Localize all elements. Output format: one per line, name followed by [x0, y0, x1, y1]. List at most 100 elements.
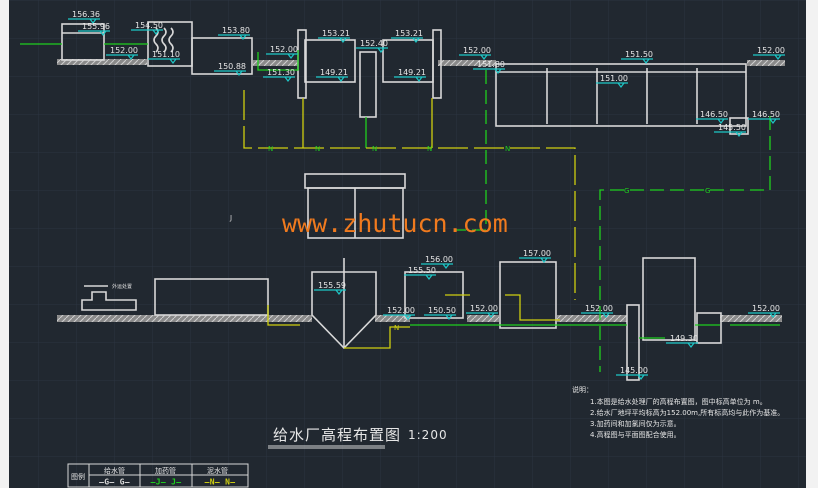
elevation-marker: 153.21: [391, 29, 423, 43]
elevation-triangle-icon: [263, 76, 295, 82]
thickener: [311, 271, 377, 350]
elevation-triangle-icon: [356, 47, 388, 53]
elevation-triangle-icon: [214, 70, 246, 76]
elevation-value: 149.30: [670, 334, 698, 343]
elevation-triangle-icon: [148, 58, 180, 64]
svg-text:3.加药间和加氯间仅为示意。: 3.加药间和加氯间仅为示意。: [590, 419, 681, 428]
svg-text:N: N: [315, 145, 320, 153]
elevation-marker: 153.21: [318, 29, 350, 43]
drawing-title: 给水厂高程布置图: [273, 426, 401, 444]
sludge-pipes: [243, 90, 576, 349]
elevation-value: 146.50: [752, 110, 780, 119]
pipe-marks: N N N N N G G N J: [229, 145, 710, 332]
legend-dosing-sample: —J— J—: [151, 478, 182, 487]
elevation-value: 155.59: [318, 281, 346, 290]
elevation-triangle-icon: [391, 37, 423, 43]
elevation-triangle-icon: [714, 131, 746, 137]
elevation-triangle-icon: [394, 76, 426, 82]
elevation-value: 146.50: [700, 110, 728, 119]
elevation-marker: 156.36: [68, 10, 100, 24]
elevation-marker: 155.50: [404, 266, 436, 280]
legend: 图例 给水管 加药管 泥水管 —G— G— —J— J— —N— N—: [67, 463, 249, 488]
elevation-triangle-icon: [218, 34, 250, 40]
elevation-triangle-icon: [616, 374, 648, 380]
elevation-value: 153.80: [222, 26, 250, 35]
svg-text:J: J: [229, 214, 232, 222]
elevation-marker: 151.80: [473, 60, 505, 74]
sludge-dewatering-room: [154, 278, 269, 316]
elevation-triangle-icon: [519, 257, 551, 263]
elevation-marker: 154.50: [131, 21, 163, 35]
clear-water-tank: [495, 63, 747, 127]
top-structures: [61, 21, 749, 135]
elevation-marker: 155.59: [314, 281, 346, 295]
elevation-value: 153.21: [395, 29, 423, 38]
elevation-triangle-icon: [753, 54, 785, 60]
elevation-triangle-icon: [421, 263, 453, 269]
legend-water-pipe: 给水管: [104, 466, 125, 475]
elevation-triangle-icon: [581, 312, 613, 318]
elevation-value: 150.88: [218, 62, 246, 71]
water-pipes: [20, 43, 780, 372]
elevation-value: 153.21: [322, 29, 350, 38]
elevation-triangle-icon: [621, 58, 653, 64]
elevation-marker: 152.00: [466, 304, 498, 318]
svg-text:说明：: 说明：: [572, 385, 593, 394]
svg-text:N: N: [268, 145, 273, 153]
bottom-structures: [81, 257, 722, 381]
legend-sludge-sample: —N— N—: [205, 478, 236, 487]
elevation-marker: 151.50: [621, 50, 653, 64]
elevation-marker: 150.88: [214, 62, 246, 76]
elevation-marker: 152.40: [356, 39, 388, 53]
elevation-triangle-icon: [473, 68, 505, 74]
elevation-marker: 149.21: [316, 68, 348, 82]
drawing-scale: 1:200: [408, 428, 448, 442]
elevation-triangle-icon: [459, 54, 491, 60]
elevation-triangle-icon: [106, 54, 138, 60]
watermark: www.zhutucn.com: [282, 209, 508, 238]
elevation-marker: 156.00: [421, 255, 453, 269]
svg-text:N: N: [372, 145, 377, 153]
elevation-triangle-icon: [383, 314, 415, 320]
elevation-value: 152.00: [585, 304, 613, 313]
sludge-disposal-label: 外运处置: [112, 283, 132, 290]
elevation-marker: 152.00: [106, 46, 138, 60]
elevation-triangle-icon: [404, 274, 436, 280]
elevation-triangle-icon: [424, 314, 456, 320]
elevation-value: 149.21: [398, 68, 426, 77]
legend-water-sample: —G— G—: [99, 478, 130, 487]
elevation-triangle-icon: [266, 53, 298, 59]
elevation-value: 151.50: [625, 50, 653, 59]
elevation-triangle-icon: [131, 29, 163, 35]
elevation-marker: 145.00: [616, 366, 648, 380]
elevation-triangle-icon: [316, 76, 348, 82]
elevation-marker: 157.00: [519, 249, 551, 263]
elevation-marker: 152.00: [383, 306, 415, 320]
elevation-triangle-icon: [696, 118, 728, 124]
elevation-value: 150.50: [428, 306, 456, 315]
elevation-triangle-icon: [318, 37, 350, 43]
svg-text:N: N: [505, 145, 510, 153]
elevation-value: 155.50: [408, 266, 436, 275]
elevation-value: 145.00: [620, 366, 648, 375]
legend-dosing-pipe: 加药管: [155, 466, 176, 475]
elevation-marker: 153.80: [218, 26, 250, 40]
elevation-marker: 152.00: [748, 304, 780, 318]
elevation-value: 155.96: [82, 22, 110, 31]
elevation-value: 151.80: [477, 60, 505, 69]
pump-house: [642, 257, 696, 341]
legend-sludge-pipe: 泥水管: [207, 466, 228, 475]
legend-label: 图例: [71, 472, 85, 481]
elevation-marker: 151.10: [148, 50, 180, 64]
elevation-value: 152.00: [470, 304, 498, 313]
elevation-triangle-icon: [748, 118, 780, 124]
elevation-marker: 152.00: [266, 45, 298, 59]
elevation-marker: 149.21: [394, 68, 426, 82]
sedimentation-tank-1: [304, 39, 356, 83]
elevation-value: 156.00: [425, 255, 453, 264]
elevation-marker: 152.00: [581, 304, 613, 318]
